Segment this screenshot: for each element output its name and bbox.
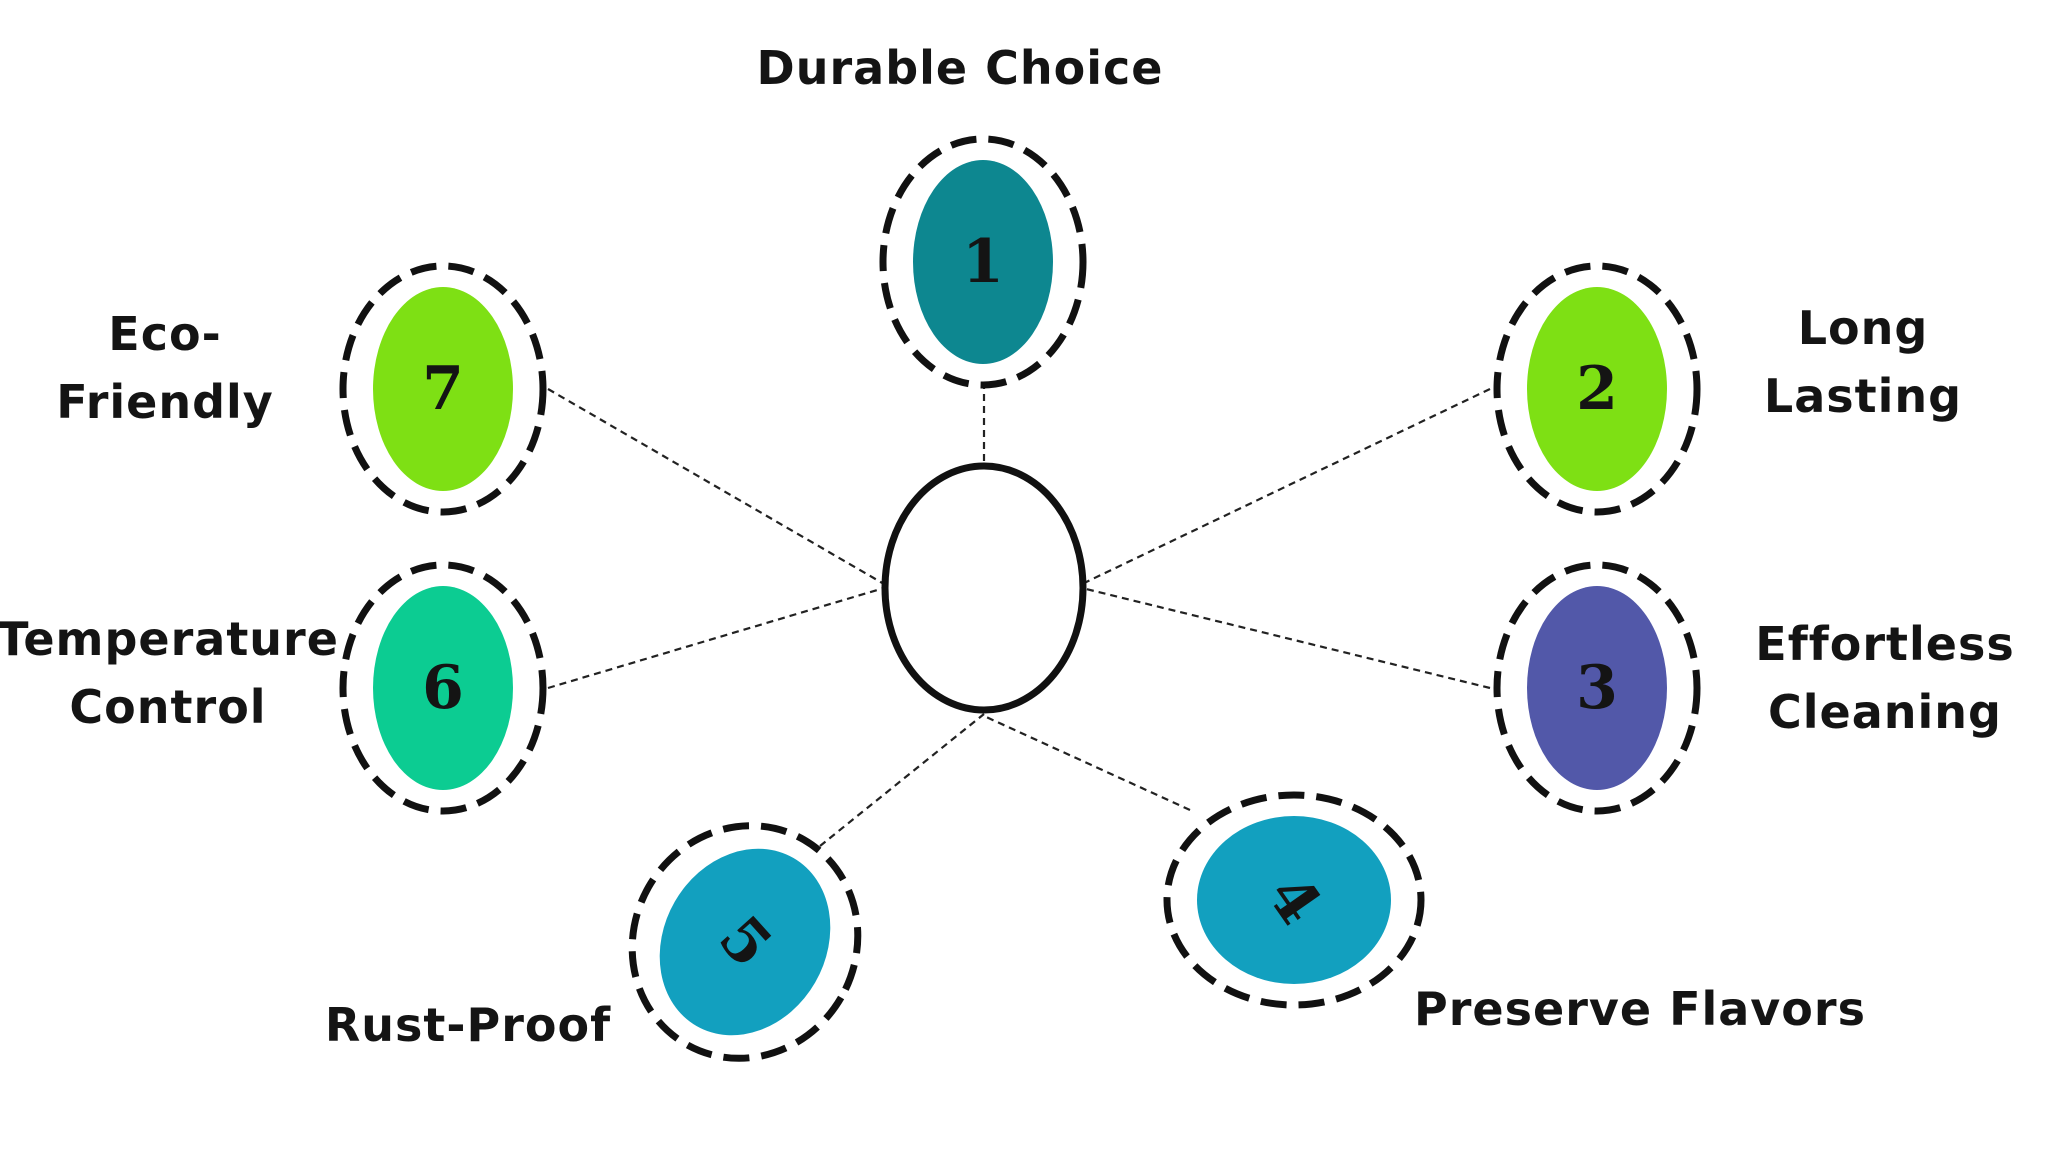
node-label-line: Temperature (0, 612, 339, 666)
node-5: 5 (628, 822, 862, 1062)
node-label-line: Cleaning (1768, 685, 2002, 739)
center-hub (881, 462, 1087, 714)
node-fill-4 (1197, 816, 1391, 984)
node-2: 2 (1493, 262, 1701, 516)
connector-line-4 (983, 714, 1191, 812)
node-number-7: 7 (422, 354, 464, 424)
node-fill-5 (659, 848, 831, 1036)
node-label-7: Eco- Friendly (56, 307, 274, 429)
node-label-line: Durable Choice (757, 41, 1164, 95)
node-label-5: Rust-Proof (325, 998, 611, 1052)
node-fill-2 (1527, 287, 1667, 491)
node-number-6: 6 (422, 653, 464, 723)
node-label-4: Preserve Flavors (1414, 982, 1866, 1036)
node-label-line: Rust-Proof (325, 998, 611, 1052)
node-3: 3 (1493, 561, 1701, 815)
node-fill-7 (373, 287, 513, 491)
nodes: 1 2 3 4 5 6 7 (339, 135, 1701, 1062)
node-fill-3 (1527, 586, 1667, 790)
node-label-line: Effortless (1755, 617, 2014, 671)
node-label-line: Preserve Flavors (1414, 982, 1866, 1036)
node-label-line: Eco- (108, 307, 221, 361)
node-fill-6 (373, 586, 513, 790)
node-number-2: 2 (1576, 354, 1618, 424)
node-label-line: Friendly (56, 375, 274, 429)
node-label-line: Long (1798, 301, 1929, 355)
node-fill-1 (913, 160, 1053, 364)
node-1: 1 (879, 135, 1087, 389)
node-6: 6 (339, 561, 547, 815)
node-number-1: 1 (962, 227, 1004, 297)
node-4: 4 (1163, 791, 1425, 1009)
connector-line-3 (1081, 586, 1491, 690)
connector-lines (547, 370, 1491, 847)
node-number-3: 3 (1576, 653, 1618, 723)
connector-line-5 (819, 713, 985, 847)
node-label-1: Durable Choice (757, 41, 1164, 95)
connector-line-7 (547, 388, 885, 585)
connector-line-2 (1081, 388, 1491, 585)
node-label-line: Control (69, 680, 266, 734)
node-7: 7 (339, 262, 547, 516)
connector-line-6 (547, 586, 885, 690)
node-label-line: Lasting (1764, 369, 1962, 423)
